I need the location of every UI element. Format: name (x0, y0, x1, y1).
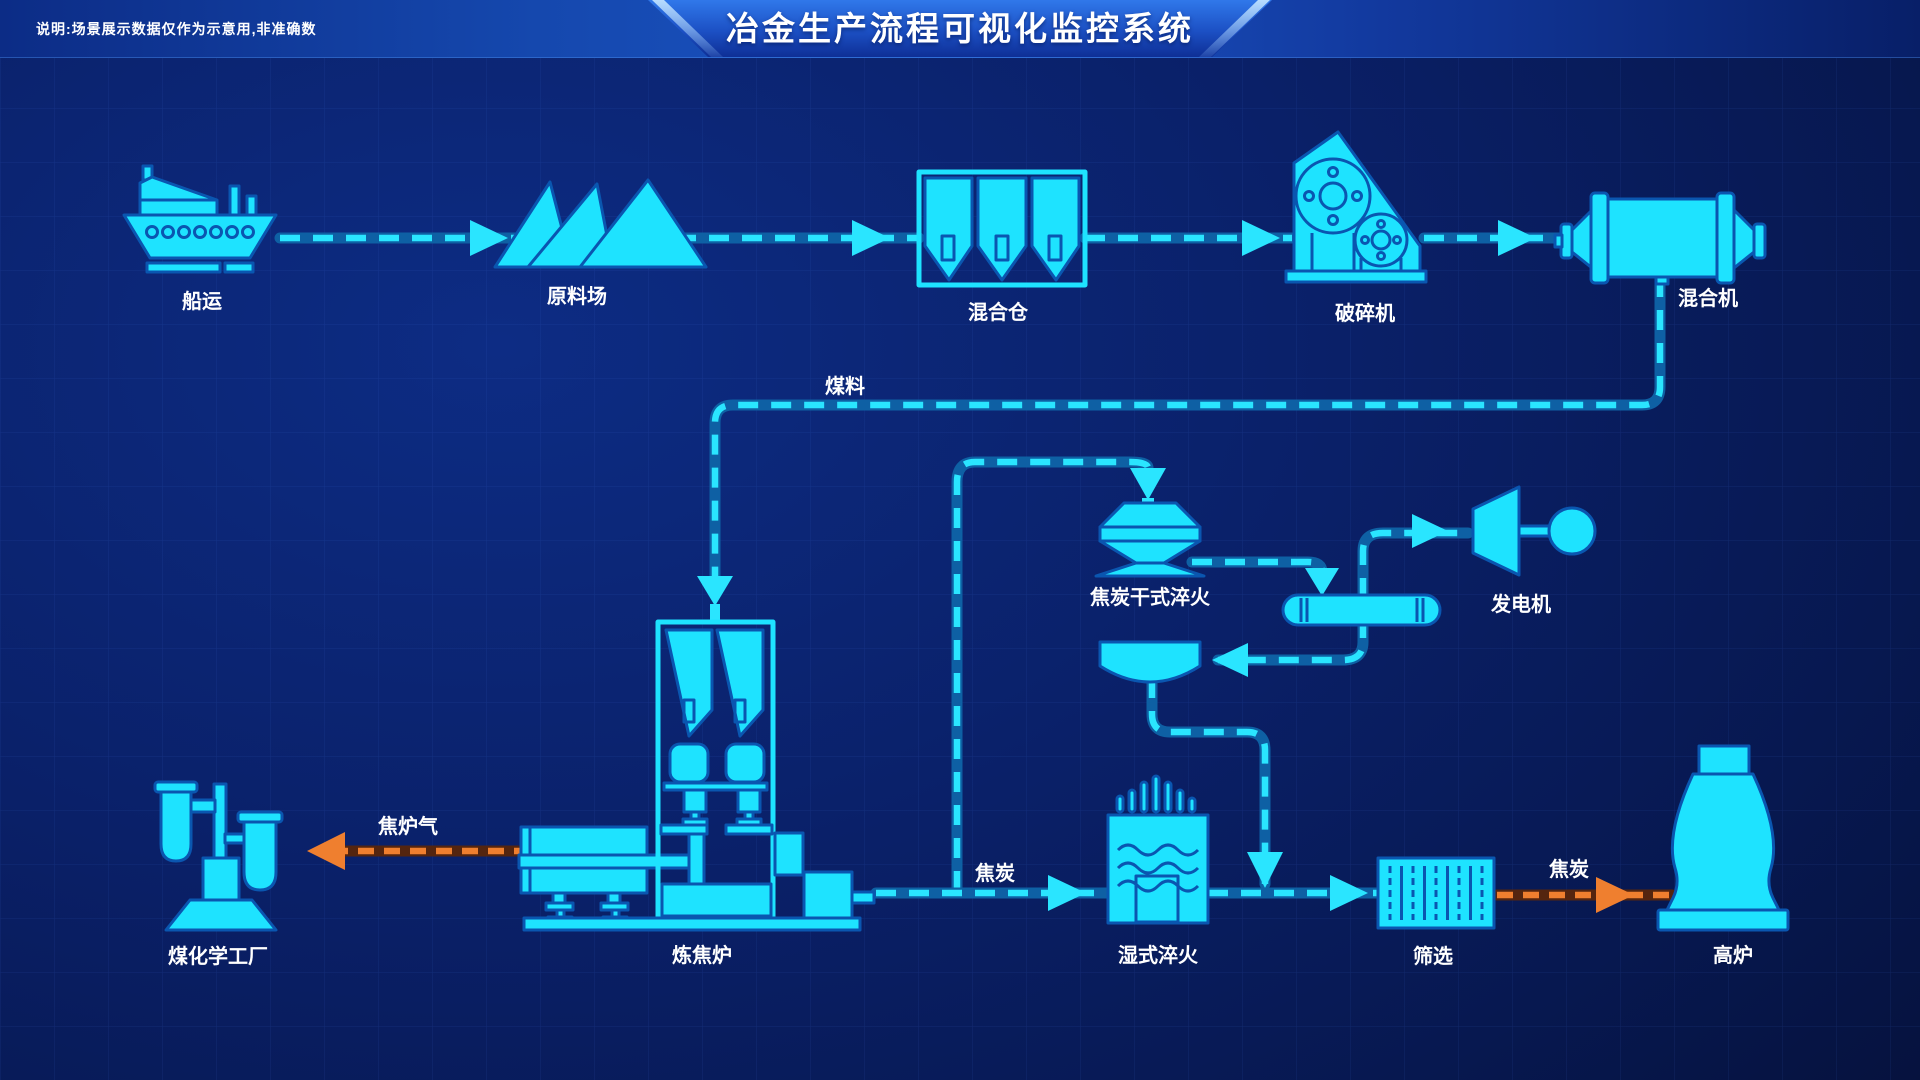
flow-cdq-to-drum-line (1186, 556, 1339, 596)
bunker-icon[interactable] (916, 169, 1088, 288)
crusher-icon[interactable] (1284, 130, 1428, 284)
arrow-right-icon (852, 220, 890, 256)
cdq-vessel-icon[interactable] (1094, 501, 1206, 578)
label-mixer: 混合机 (1678, 286, 1738, 310)
turbine-generator-icon[interactable] (1471, 485, 1597, 577)
header-bar: 冶金生产流程可视化监控系统 说明:场景展示数据仅作为示意用,非准确数 (0, 0, 1920, 58)
arrow-right-icon (1330, 875, 1368, 911)
label-screening: 筛选 (1413, 944, 1453, 968)
wet-quench-icon[interactable] (1106, 774, 1210, 925)
arrow-down-icon (1247, 852, 1283, 888)
cdq-tank-icon[interactable] (1098, 640, 1202, 684)
flow-drum-to-generator-line (1357, 514, 1474, 604)
label-generator: 发电机 (1490, 592, 1551, 616)
cdq-drum-icon[interactable] (1281, 593, 1442, 627)
arrow-down-icon (697, 576, 733, 606)
stockpile-icon[interactable] (493, 178, 708, 269)
label-flow-coke-right: 焦炭 (1549, 857, 1589, 881)
label-ship: 船运 (182, 289, 222, 313)
arrow-down-icon (1130, 468, 1166, 500)
screen-icon[interactable] (1376, 856, 1496, 930)
arrow-right-icon (1048, 875, 1086, 911)
blast-furnace-icon[interactable] (1656, 744, 1790, 932)
label-flow-coke-left: 焦炭 (975, 861, 1015, 885)
arrow-right-icon (470, 220, 508, 256)
label-crusher: 破碎机 (1335, 301, 1395, 325)
page-title: 冶金生产流程可视化监控系统 (726, 10, 1194, 47)
arrow-right-icon (1596, 877, 1634, 913)
arrow-right-icon (1242, 220, 1280, 256)
arrow-left-icon (307, 832, 345, 870)
label-stockyard: 原料场 (547, 285, 607, 308)
coking-oven-icon[interactable] (517, 619, 876, 932)
flow-coke-oven-gas-line (307, 832, 530, 870)
arrow-left-icon (1212, 643, 1248, 677)
label-mixing-bunker: 混合仓 (968, 300, 1029, 324)
label-wet-quenching: 湿式淬火 (1118, 943, 1199, 967)
mixer-icon[interactable] (1553, 191, 1767, 286)
label-coal-chemical-plant: 煤化学工厂 (168, 944, 268, 968)
flow-coal-feed-line (697, 271, 1666, 622)
chemical-plant-icon[interactable] (153, 780, 284, 932)
arrow-down-icon (1305, 568, 1339, 596)
label-blast-furnace: 高炉 (1713, 943, 1753, 967)
label-dry-quenching: 焦炭干式淬火 (1090, 585, 1211, 609)
flow-tank-to-coke-line (1146, 672, 1283, 890)
label-flow-gas: 焦炉气 (378, 814, 438, 838)
flow-coke-to-furnace-line (1491, 877, 1678, 913)
arrow-right-icon (1498, 220, 1536, 256)
label-coking-oven: 炼焦炉 (672, 943, 732, 967)
disclaimer-note: 说明:场景展示数据仅作为示意用,非准确数 (36, 21, 317, 37)
ship-icon[interactable] (122, 164, 278, 274)
label-flow-coal: 煤料 (825, 375, 865, 398)
arrow-right-icon (1412, 514, 1448, 548)
flow-drum-to-tank-line (1212, 612, 1369, 677)
title-panel (648, 0, 1272, 57)
flow-coke-line (870, 875, 1386, 911)
